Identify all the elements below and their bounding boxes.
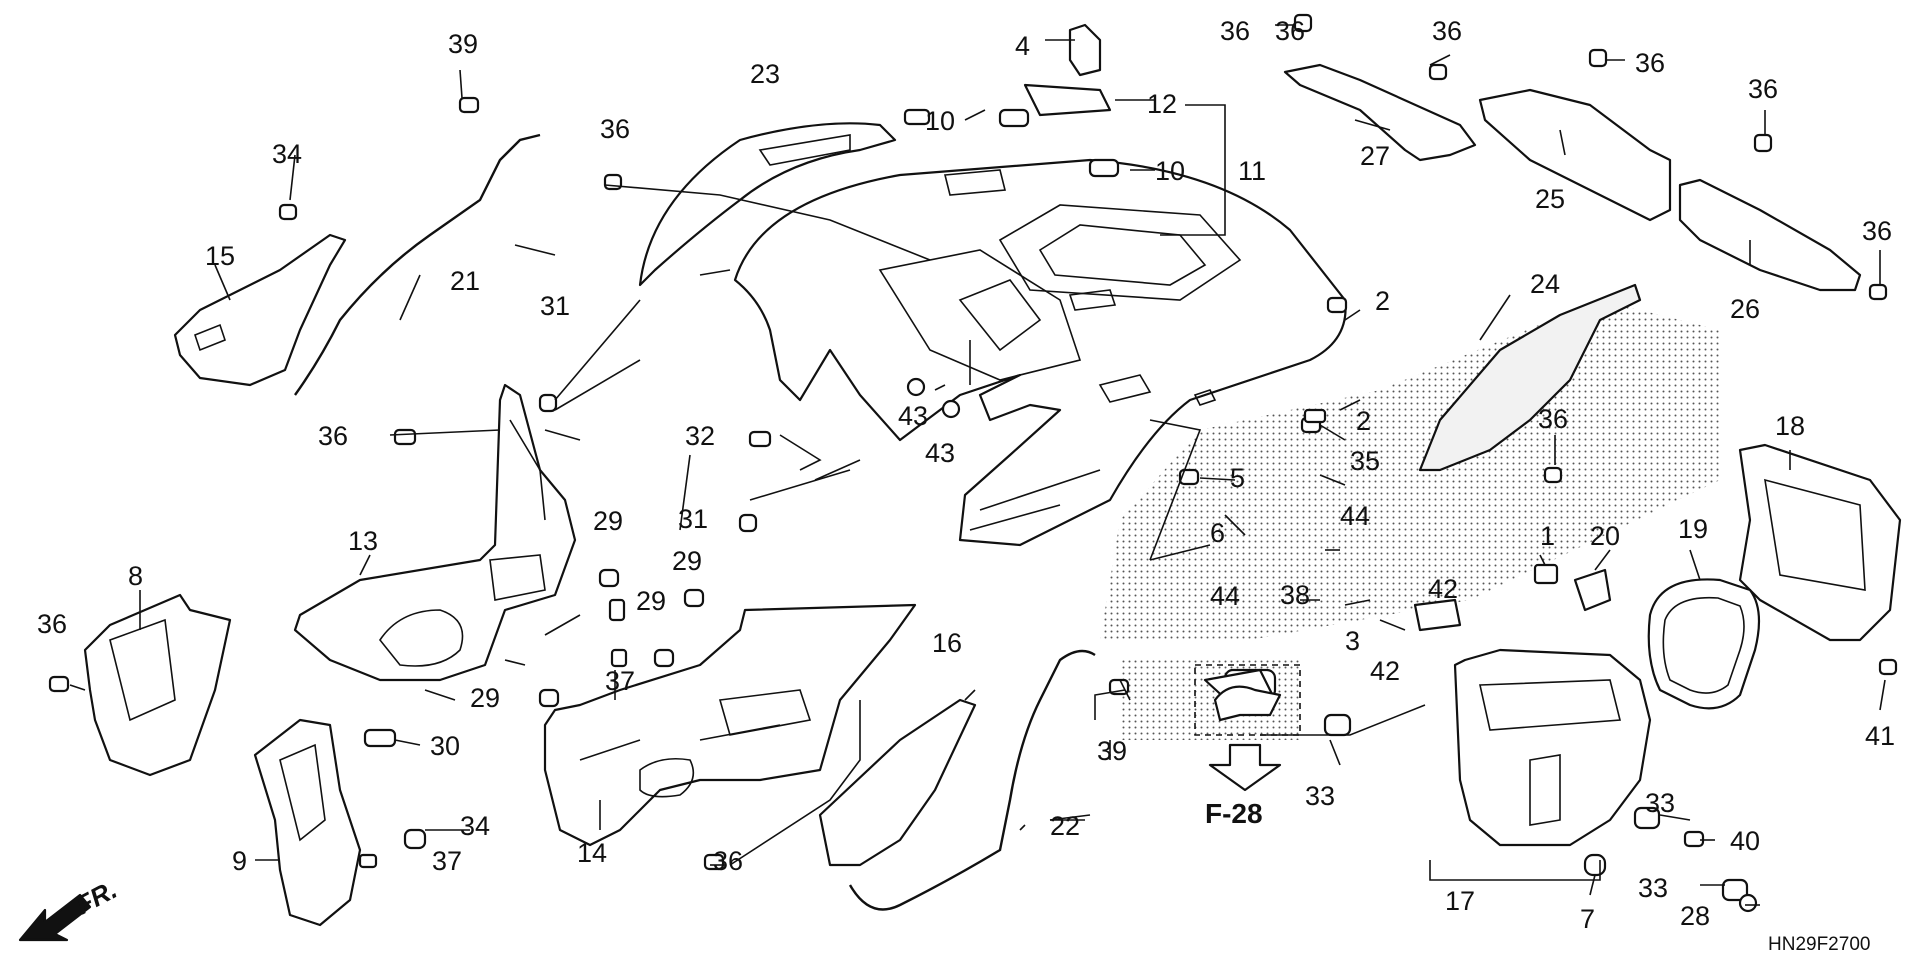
callout-37: 37	[605, 666, 635, 696]
callout-43: 43	[925, 438, 955, 468]
callout-29: 29	[636, 586, 666, 616]
callout-36: 36	[600, 114, 630, 144]
callout-8: 8	[128, 561, 143, 591]
callout-2: 2	[1375, 286, 1390, 316]
bracket-27[interactable]	[1283, 63, 1477, 162]
callout-23: 23	[750, 59, 780, 89]
leader-lines	[69, 24, 1886, 906]
callout-34: 34	[272, 139, 302, 169]
callout-37: 37	[432, 846, 462, 876]
callout-26: 26	[1730, 294, 1760, 324]
callout-39: 39	[1097, 736, 1127, 766]
front-direction-arrow	[18, 893, 92, 942]
callout-25: 25	[1535, 184, 1565, 214]
callout-35: 35	[1350, 446, 1380, 476]
callout-36: 36	[1220, 16, 1250, 46]
inner-panel-9[interactable]	[253, 718, 362, 927]
callout-33: 33	[1645, 788, 1675, 818]
callout-32: 32	[685, 421, 715, 451]
callout-1: 1	[1540, 521, 1555, 551]
callout-9: 9	[232, 846, 247, 876]
callout-36: 36	[1748, 74, 1778, 104]
side-cover-23[interactable]	[638, 122, 897, 287]
callout-14: 14	[577, 838, 607, 868]
callout-36: 36	[318, 421, 348, 451]
callout-12: 12	[1147, 89, 1177, 119]
side-cover-15[interactable]	[173, 233, 347, 387]
callout-4: 4	[1015, 31, 1030, 61]
storage-box-17[interactable]	[1453, 648, 1652, 847]
callout-40: 40	[1730, 826, 1760, 856]
callout-18: 18	[1775, 411, 1805, 441]
callout-29: 29	[672, 546, 702, 576]
callout-44: 44	[1210, 581, 1240, 611]
callout-29: 29	[470, 683, 500, 713]
callout-38: 38	[1280, 580, 1310, 610]
callout-29: 29	[593, 506, 623, 536]
callout-36: 36	[1635, 48, 1665, 78]
callout-10: 10	[925, 106, 955, 136]
callout-36: 36	[1862, 216, 1892, 246]
bracket-26[interactable]	[1678, 178, 1862, 292]
reference-arrow	[1208, 743, 1282, 792]
callout-36: 36	[1275, 16, 1305, 46]
diagram-code: HN29F2700	[1768, 934, 1870, 955]
callout-10: 10	[1155, 156, 1185, 186]
callout-22: 22	[1050, 811, 1080, 841]
footrest-14[interactable]	[543, 603, 917, 847]
reference-label: F-28	[1205, 798, 1263, 829]
callout-5: 5	[1230, 463, 1245, 493]
callout-28: 28	[1680, 901, 1710, 931]
reference-box	[1194, 664, 1301, 736]
callout-27: 27	[1360, 141, 1390, 171]
callout-20: 20	[1590, 521, 1620, 551]
callout-19: 19	[1678, 514, 1708, 544]
callout-34: 34	[460, 811, 490, 841]
callout-44: 44	[1340, 501, 1370, 531]
bracket-25[interactable]	[1478, 88, 1672, 222]
callout-36: 36	[1432, 16, 1462, 46]
callout-2: 2	[1356, 406, 1371, 436]
clamp-part	[1213, 685, 1282, 722]
callout-41: 41	[1865, 721, 1895, 751]
callout-36: 36	[1538, 404, 1568, 434]
rear-fender[interactable]	[733, 158, 1347, 547]
cable-21	[294, 133, 541, 396]
callout-42: 42	[1370, 656, 1400, 686]
callout-21: 21	[450, 266, 480, 296]
callout-33: 33	[1305, 781, 1335, 811]
callout-42: 42	[1428, 574, 1458, 604]
side-cover-16[interactable]	[818, 698, 977, 867]
callout-labels: 1 2 2 3 4 5 6 7 8 9 10 10 11 12 13 14 15…	[37, 16, 1895, 955]
tail-housing-18[interactable]	[1738, 443, 1902, 642]
callout-36: 36	[713, 846, 743, 876]
callout-7: 7	[1580, 904, 1595, 934]
callout-11: 11	[1238, 156, 1266, 186]
callout-36: 36	[37, 609, 67, 639]
callout-31: 31	[540, 291, 570, 321]
callout-39: 39	[448, 29, 478, 59]
callout-31: 31	[678, 504, 708, 534]
callout-13: 13	[348, 526, 378, 556]
callout-15: 15	[205, 241, 235, 271]
callout-16: 16	[932, 628, 962, 658]
callout-43: 43	[898, 401, 928, 431]
callout-3: 3	[1345, 626, 1360, 656]
callout-17: 17	[1445, 886, 1475, 916]
callout-24: 24	[1530, 269, 1560, 299]
cable-22	[848, 649, 1096, 911]
callout-30: 30	[430, 731, 460, 761]
footrest-13[interactable]	[293, 383, 577, 682]
inner-panel-8[interactable]	[83, 593, 232, 777]
callout-6: 6	[1210, 518, 1225, 548]
panel-24[interactable]	[1418, 283, 1642, 472]
callout-33: 33	[1638, 873, 1668, 903]
